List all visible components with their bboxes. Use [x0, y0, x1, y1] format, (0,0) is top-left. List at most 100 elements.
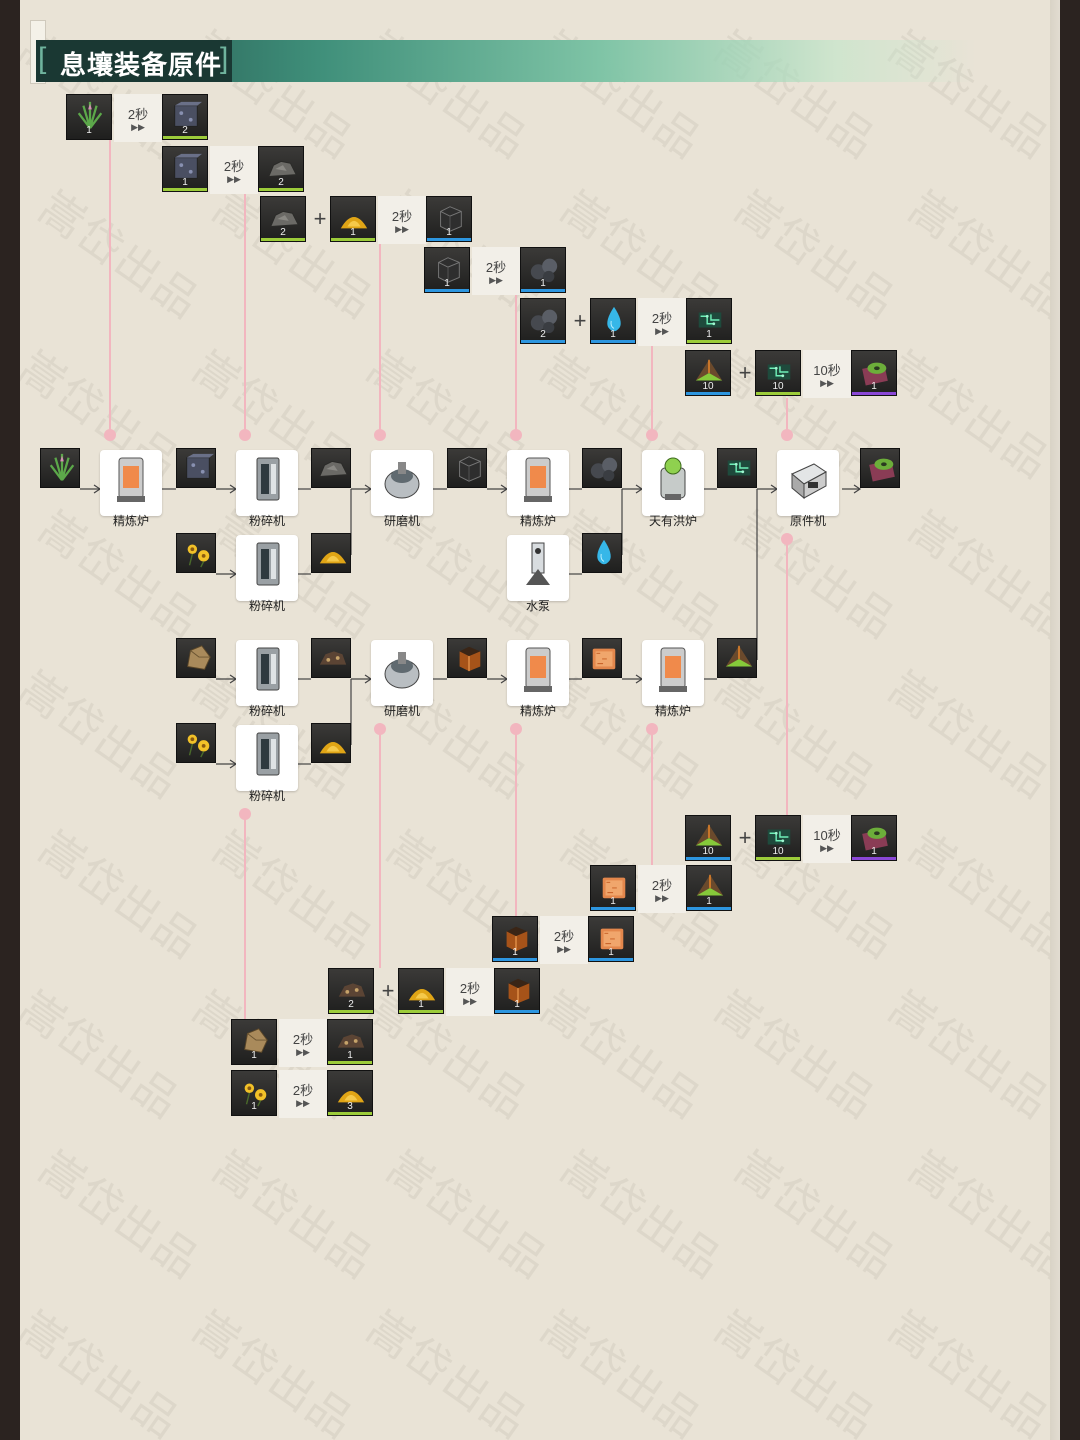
item-count: 2 [182, 125, 188, 136]
duration-text: 2秒 [292, 1083, 314, 1098]
duration-text: 2秒 [651, 878, 673, 893]
recipe-input[interactable]: 1 [162, 146, 208, 192]
rarity-bar [67, 136, 111, 139]
rarity-bar [756, 857, 800, 860]
recipe-output[interactable]: 2 [162, 94, 208, 140]
rarity-bar [521, 340, 565, 343]
item-count: 1 [610, 896, 616, 907]
flow-item[interactable] [311, 448, 351, 488]
plus-icon: + [381, 978, 395, 1003]
flow-item[interactable] [447, 448, 487, 488]
recipe-output[interactable]: 1 [520, 247, 566, 293]
recipe-input[interactable]: 10 [685, 815, 731, 861]
recipe-output[interactable]: 3 [327, 1070, 373, 1116]
item-count: 10 [702, 846, 714, 857]
machine-label: 粉碎机 [248, 789, 285, 803]
grinder-icon [384, 462, 420, 499]
flow-item[interactable] [176, 533, 216, 573]
flow-item[interactable] [582, 533, 622, 573]
item-count: 1 [608, 947, 614, 958]
item-count: 1 [706, 896, 712, 907]
recipe-input[interactable]: 1 [492, 916, 538, 962]
machine-crusher-2: 粉碎机 [236, 535, 298, 613]
rarity-bar [329, 1010, 373, 1013]
recipe-input[interactable]: 1 [590, 298, 636, 344]
page-title: 息壤装备原件 [60, 50, 223, 80]
recipe-input[interactable]: 2 [520, 298, 566, 344]
recipe-output[interactable]: 1 [327, 1019, 373, 1065]
brown-rock-icon [319, 651, 347, 665]
flow-item[interactable] [176, 638, 216, 678]
flow-item[interactable] [311, 723, 351, 763]
flow-item[interactable] [582, 448, 622, 488]
recipe-input[interactable]: 10 [755, 815, 801, 861]
recipe-output[interactable]: 1 [851, 350, 897, 396]
recipe-input[interactable]: 1 [398, 968, 444, 1014]
recipe-output[interactable]: 2 [258, 146, 304, 192]
recipe-output[interactable]: 1 [851, 815, 897, 861]
flow-item[interactable] [176, 723, 216, 763]
connector-dot [239, 808, 251, 820]
ore-chunk-icon [244, 1028, 268, 1053]
water-drop-icon [597, 539, 611, 565]
rarity-bar [232, 1061, 276, 1064]
machine-refiner-3: 精炼炉 [507, 640, 569, 718]
refiner-icon [659, 647, 687, 692]
connector-dot [510, 429, 522, 441]
recipe-input[interactable]: 2 [260, 196, 306, 242]
duration-text: 2秒 [485, 260, 507, 275]
flow-item[interactable] [860, 448, 900, 488]
machine-grinder-1: 研磨机 [371, 450, 433, 528]
duration-box: 2秒▶▶ [638, 865, 686, 913]
connection-lines [80, 140, 862, 1020]
item-count: 2 [540, 329, 546, 340]
duration-text: 2秒 [459, 981, 481, 996]
recipe-input[interactable]: 10 [685, 350, 731, 396]
rarity-bar [427, 238, 471, 241]
machine-label: 原件机 [789, 514, 826, 528]
yellow-powder-icon [337, 1091, 365, 1103]
yellow-flower-icon [187, 544, 210, 568]
duration-text: 2秒 [391, 209, 413, 224]
flow-item[interactable] [311, 533, 351, 573]
ore-block-icon [174, 101, 202, 127]
rock-pile-icon [319, 460, 348, 477]
green-circuit-icon [727, 460, 751, 476]
flow-item[interactable] [176, 448, 216, 488]
recipe-input[interactable]: 1 [424, 247, 470, 293]
recipe-input[interactable]: 2 [328, 968, 374, 1014]
recipe-input[interactable]: 1 [590, 865, 636, 911]
flow-item[interactable] [582, 638, 622, 678]
recipe-output[interactable]: 1 [426, 196, 472, 242]
guide-page: 嵩岱出品嵩岱出品嵩岱出品嵩岱出品嵩岱出品嵩岱出品嵩岱出品嵩岱出品嵩岱出品嵩岱出品… [20, 0, 1060, 1440]
recipe-output[interactable]: 1 [686, 298, 732, 344]
stone-cluster-icon [530, 258, 558, 283]
recipe-output[interactable]: 1 [686, 865, 732, 911]
flow-item[interactable] [447, 638, 487, 678]
flow-item[interactable] [40, 448, 80, 488]
bracket-right-icon: ] [220, 42, 229, 75]
rarity-bar [495, 1010, 539, 1013]
flow-item[interactable] [717, 448, 757, 488]
fast-forward-icon: ▶▶ [296, 1047, 310, 1057]
machine-assembler: 原件机 [777, 450, 839, 528]
connector-dot [646, 429, 658, 441]
fast-forward-icon: ▶▶ [820, 378, 834, 388]
pyramid-part-icon [696, 874, 724, 896]
item-count: 1 [251, 1101, 257, 1112]
duration-box: 10秒▶▶ [803, 350, 851, 398]
recipe-input[interactable]: 1 [330, 196, 376, 242]
crusher-icon [256, 732, 280, 776]
machine-crusher-1: 粉碎机 [236, 450, 298, 528]
recipe-output[interactable]: 1 [494, 968, 540, 1014]
flow-item[interactable] [717, 638, 757, 678]
recipe-input[interactable]: 1 [66, 94, 112, 140]
green-circuit-icon [767, 829, 791, 845]
rarity-bar [493, 958, 537, 961]
recipe-output[interactable]: 1 [588, 916, 634, 962]
recipe-input[interactable]: 10 [755, 350, 801, 396]
plus-icon: + [738, 360, 752, 385]
recipe-input[interactable]: 1 [231, 1070, 277, 1116]
recipe-input[interactable]: 1 [231, 1019, 277, 1065]
flow-item[interactable] [311, 638, 351, 678]
